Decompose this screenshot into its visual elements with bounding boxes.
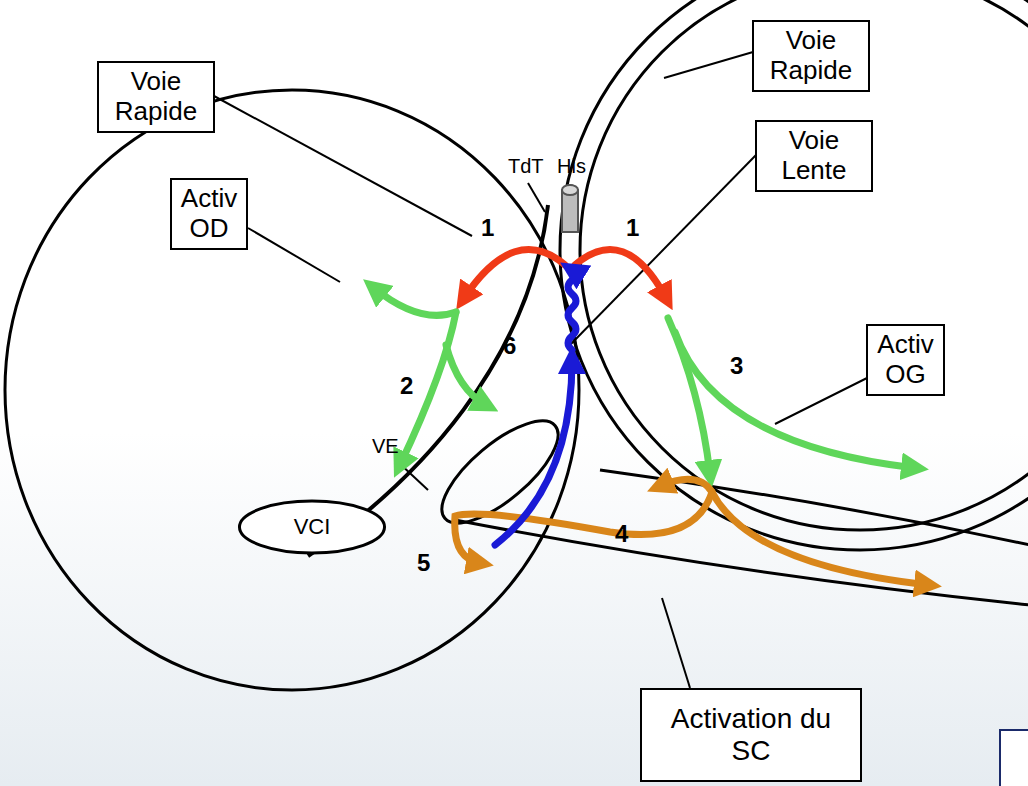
cs-activation-arrows [455,479,928,585]
callout-number: 4 [615,522,628,546]
box-text: Activ OD [178,184,240,244]
callout-number: 1 [481,216,494,240]
left-atrium-outline [560,0,1028,550]
callout-number: 2 [400,374,413,398]
pathway-box: Voie Rapide [97,61,215,133]
slow-path-arrow [495,270,576,545]
callout-number: 3 [730,354,743,378]
callout-number: 1 [626,216,639,240]
fast-path-arrow [575,249,666,298]
callout-number: 6 [503,334,516,358]
pathway-box: Voie Rapide [752,20,870,92]
part-name: VE [372,436,399,456]
pathway-box: Voie Lente [755,120,873,192]
box-text: Activ OG [874,330,937,390]
box-text: Voie Rapide [105,67,207,127]
box-text: Voie Rapide [760,26,862,86]
fast-path-arrow [464,249,565,298]
partial-box [1000,730,1028,786]
his-bundle [562,185,578,232]
callout-number: 5 [417,551,430,575]
part-name: His [557,156,586,176]
vein-ellipse: VCI [238,500,386,554]
activation-box: Activation du SC [640,688,862,782]
box-text: Voie Lente [763,126,865,186]
box-text: VCI [294,514,331,539]
box-text: Activation du SC [648,703,854,767]
activation-box: Activ OD [170,178,248,250]
right-atrium-outline [5,90,579,690]
coronary-sinus-wall [455,520,1028,605]
activation-box: Activ OG [866,324,945,396]
part-name: TdT [508,156,544,176]
